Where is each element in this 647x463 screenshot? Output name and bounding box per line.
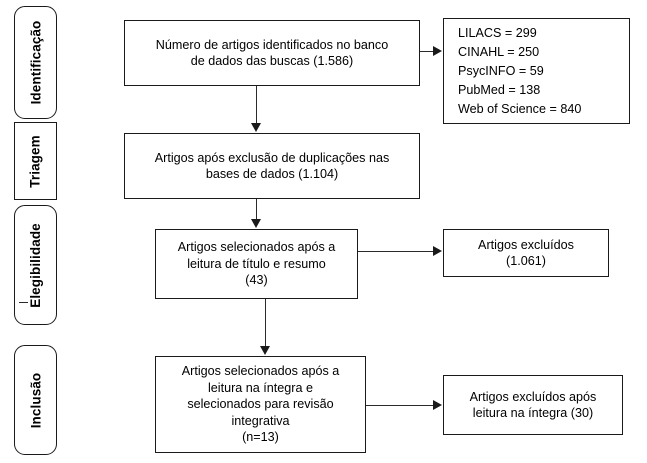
box-excluded-fulltext-text: Artigos excluídos após leitura na íntegr… xyxy=(469,389,597,421)
connector-screened-to-excluded-arrow xyxy=(433,246,442,256)
box-included-articles: Artigos selecionados após a leitura na í… xyxy=(155,356,366,453)
connector-identified-to-databases-arrow xyxy=(433,46,442,56)
stage-elegibilidade-label: Elegibilidade xyxy=(28,222,44,308)
connector-identified-to-dedup-line xyxy=(256,86,257,124)
connector-screened-to-included-line xyxy=(265,299,266,347)
box-excluded-fulltext: Artigos excluídos após leitura na íntegr… xyxy=(443,375,623,435)
connector-dedup-to-screened-line xyxy=(256,199,257,220)
box-deduplicated-articles: Artigos após exclusão de duplicações nas… xyxy=(124,133,420,199)
connector-identified-to-databases-line xyxy=(420,51,434,52)
connector-screened-to-excluded-line xyxy=(358,251,434,252)
box-database-counts: LILACS = 299 CINAHL = 250 PsycINFO = 59 … xyxy=(443,18,630,124)
connector-dedup-to-screened-arrow xyxy=(251,219,261,228)
stage-elegibilidade: Elegibilidade xyxy=(14,205,57,325)
box-database-counts-text: LILACS = 299 CINAHL = 250 PsycINFO = 59 … xyxy=(458,25,582,116)
connector-included-to-excluded-fulltext-arrow xyxy=(433,400,442,410)
box-identified-articles-text: Número de artigos identificados no banco… xyxy=(155,37,389,69)
box-excluded-screening: Artigos excluídos (1.061) xyxy=(443,229,609,277)
box-excluded-screening-text: Artigos excluídos (1.061) xyxy=(478,237,574,269)
stage-triagem: Triagem xyxy=(14,122,57,200)
elegibilidade-tick-mark xyxy=(19,302,28,303)
connector-included-to-excluded-fulltext-line xyxy=(366,405,434,406)
box-included-articles-text: Artigos selecionados após a leitura na í… xyxy=(181,364,340,445)
stage-identificacao-label: Identificação xyxy=(28,20,44,105)
stage-inclusao: Inclusão xyxy=(14,345,57,455)
connector-identified-to-dedup-arrow xyxy=(251,123,261,132)
stage-identificacao: Identificação xyxy=(14,6,57,119)
box-screened-articles-text: Artigos selecionados após a leitura de t… xyxy=(177,240,336,288)
box-screened-articles: Artigos selecionados após a leitura de t… xyxy=(155,229,358,299)
box-identified-articles: Número de artigos identificados no banco… xyxy=(124,20,420,86)
box-deduplicated-articles-text: Artigos após exclusão de duplicações nas… xyxy=(154,150,390,182)
stage-triagem-label: Triagem xyxy=(28,134,44,188)
stage-inclusao-label: Inclusão xyxy=(28,372,44,428)
connector-screened-to-included-arrow xyxy=(260,346,270,355)
